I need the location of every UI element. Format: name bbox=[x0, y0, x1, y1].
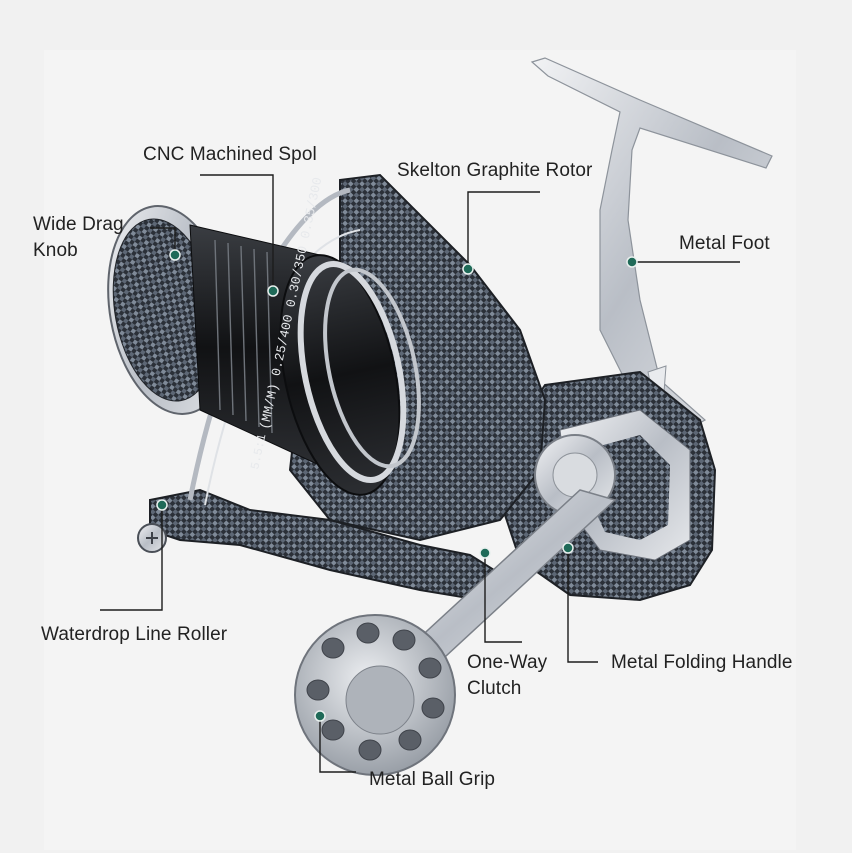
leader-line-roller bbox=[100, 505, 163, 611]
leader-clutch bbox=[484, 553, 522, 643]
callout-dots bbox=[156, 249, 638, 722]
leader-lines bbox=[100, 174, 740, 773]
dot-clutch bbox=[479, 547, 491, 559]
leader-ball-grip bbox=[319, 716, 356, 773]
ball-grip bbox=[294, 614, 456, 776]
leader-folding-handle bbox=[567, 548, 598, 663]
label-folding-handle: Metal Folding Handle bbox=[611, 652, 793, 673]
dot-ball-grip bbox=[314, 710, 326, 722]
label-drag-knob-line2: Knob bbox=[33, 240, 78, 261]
label-clutch-line2: Clutch bbox=[467, 678, 522, 699]
dot-cnc-spool bbox=[267, 285, 279, 297]
leader-rotor bbox=[467, 191, 540, 268]
leader-cnc-spool bbox=[200, 174, 274, 290]
label-metal-foot: Metal Foot bbox=[679, 233, 770, 254]
line-spool bbox=[279, 254, 401, 496]
dot-folding-handle bbox=[562, 542, 574, 554]
dot-rotor bbox=[462, 263, 474, 275]
dot-drag-knob bbox=[169, 249, 181, 261]
label-line-roller: Waterdrop Line Roller bbox=[41, 624, 228, 645]
spool-grooves bbox=[214, 239, 273, 434]
label-clutch-line1: One-Way bbox=[467, 652, 548, 673]
label-ball-grip: Metal Ball Grip bbox=[369, 769, 496, 790]
label-drag-knob-line1: Wide Drag bbox=[33, 214, 124, 235]
spool-ratio-marking: 5.5:1 bbox=[248, 433, 269, 471]
label-rotor: Skelton Graphite Rotor bbox=[397, 160, 593, 181]
dot-line-roller bbox=[156, 499, 168, 511]
leader-drag-knob bbox=[150, 227, 176, 255]
label-cnc-spool: CNC Machined Spol bbox=[143, 144, 317, 165]
dot-metal-foot bbox=[626, 256, 638, 268]
